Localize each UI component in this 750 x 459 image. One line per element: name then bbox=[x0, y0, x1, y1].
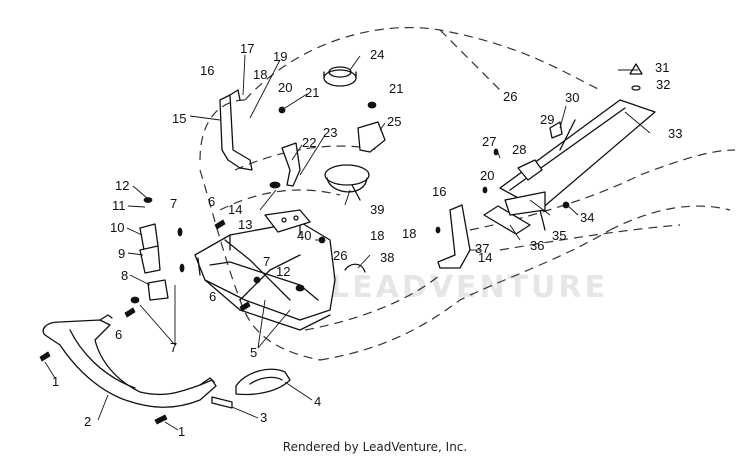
callout-23: 23 bbox=[323, 125, 337, 140]
callout-30: 30 bbox=[565, 90, 579, 105]
callout-29: 29 bbox=[540, 112, 554, 127]
callout-31: 31 bbox=[655, 60, 669, 75]
rail-strip bbox=[559, 119, 576, 151]
rail-pad-upper bbox=[549, 121, 563, 139]
callout-24: 24 bbox=[370, 47, 384, 62]
callout-18a: 18 bbox=[253, 67, 267, 82]
callout-26b: 26 bbox=[333, 248, 347, 263]
body-outline-phantom bbox=[199, 27, 736, 361]
callout-25: 25 bbox=[387, 114, 401, 129]
callout-38: 38 bbox=[380, 250, 394, 265]
fastener-hardware bbox=[39, 101, 570, 425]
callout-8: 8 bbox=[121, 268, 128, 283]
callout-26a: 26 bbox=[503, 89, 517, 104]
rail-pad-lower bbox=[517, 159, 543, 181]
callout-22: 22 bbox=[302, 135, 316, 150]
callout-20b: 20 bbox=[480, 168, 494, 183]
leader-lines bbox=[44, 54, 651, 431]
latch-bracket bbox=[357, 121, 386, 153]
main-frame bbox=[194, 221, 336, 331]
callout-33: 33 bbox=[668, 126, 682, 141]
callout-7c: 7 bbox=[263, 254, 270, 269]
callout-20a: 20 bbox=[278, 80, 292, 95]
watermark: LEADVENTURE bbox=[330, 270, 608, 305]
front-mount-block bbox=[139, 223, 161, 274]
callout-21a: 21 bbox=[305, 85, 319, 100]
callout-15: 15 bbox=[172, 111, 186, 126]
callout-28: 28 bbox=[512, 142, 526, 157]
callout-39: 39 bbox=[370, 202, 384, 217]
bumper-bracket bbox=[211, 396, 233, 409]
rear-right-bracket bbox=[437, 204, 471, 269]
hose-clamp bbox=[344, 263, 366, 273]
callout-10: 10 bbox=[110, 220, 124, 235]
callout-2: 2 bbox=[84, 414, 91, 429]
headlight-lens bbox=[235, 368, 291, 396]
callout-4: 4 bbox=[314, 394, 321, 409]
callout-19: 19 bbox=[273, 49, 287, 64]
callout-36: 36 bbox=[530, 238, 544, 253]
callout-16b: 16 bbox=[432, 184, 446, 199]
adjustment-knob bbox=[629, 63, 643, 91]
callout-27: 27 bbox=[482, 134, 496, 149]
callout-13: 13 bbox=[238, 217, 252, 232]
callout-12a: 12 bbox=[115, 178, 129, 193]
callout-5: 5 bbox=[250, 345, 257, 360]
callout-6a: 6 bbox=[115, 327, 122, 342]
front-bumper bbox=[42, 314, 217, 408]
callout-1b: 1 bbox=[178, 424, 185, 439]
callout-37: 37 bbox=[475, 241, 489, 256]
callout-6c: 6 bbox=[208, 194, 215, 209]
footer-credit: Rendered by LeadVenture, Inc. bbox=[282, 440, 468, 454]
callout-17: 17 bbox=[240, 41, 254, 56]
callout-7b: 7 bbox=[170, 196, 177, 211]
callout-35: 35 bbox=[552, 228, 566, 243]
hood-bracket-left bbox=[219, 89, 253, 171]
callout-9: 9 bbox=[118, 246, 125, 261]
callout-34: 34 bbox=[580, 210, 594, 225]
callout-14b: 14 bbox=[478, 250, 492, 265]
callout-3: 3 bbox=[260, 410, 267, 425]
callout-1a: 1 bbox=[52, 374, 59, 389]
front-crossmember bbox=[264, 209, 311, 233]
callout-7a: 7 bbox=[170, 340, 177, 355]
callout-32: 32 bbox=[656, 77, 670, 92]
callout-12b: 12 bbox=[276, 264, 290, 279]
rear-bracket-plate bbox=[483, 191, 546, 235]
callout-40: 40 bbox=[297, 228, 311, 243]
callout-14a: 14 bbox=[228, 202, 242, 217]
socket-cup bbox=[324, 164, 370, 201]
callout-labels: 1 1 2 3 4 5 6 6 6 7 7 7 8 9 10 11 12 12 … bbox=[52, 41, 682, 439]
hood-support-bracket bbox=[281, 142, 301, 187]
callout-6b: 6 bbox=[209, 289, 216, 304]
callout-21b: 21 bbox=[389, 81, 403, 96]
callout-11: 11 bbox=[112, 198, 126, 213]
callout-16a: 16 bbox=[200, 63, 214, 78]
pulley-cap bbox=[323, 66, 357, 87]
front-mount-plate bbox=[147, 279, 169, 301]
callout-18b: 18 bbox=[370, 228, 384, 243]
callout-18c: 18 bbox=[402, 226, 416, 241]
